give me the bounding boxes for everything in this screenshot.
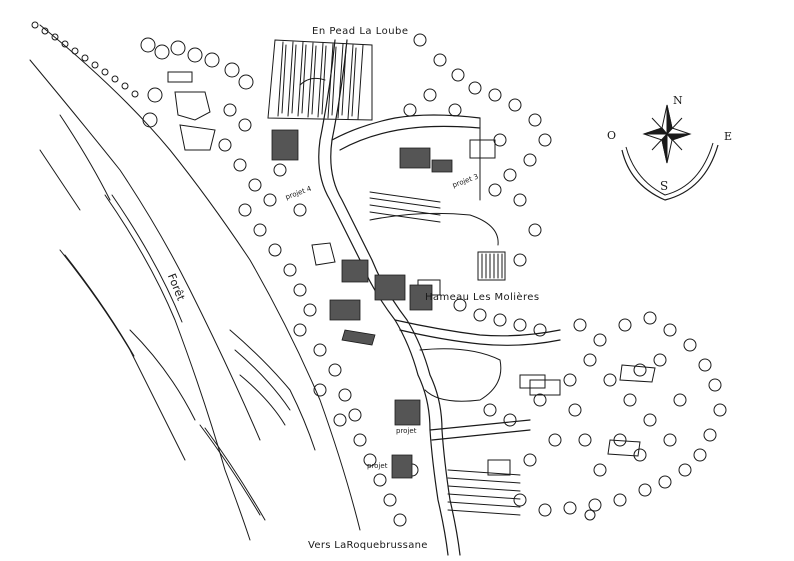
top-road-label: En Pead La Loube [312,26,409,37]
compass-north-label: N [673,94,683,107]
compass-star-icon [642,104,692,164]
compass-south-label: S [660,178,669,192]
forest-contours [29,24,361,541]
compass-west-label: O [607,129,617,142]
vineyard-top [267,39,373,121]
parcels [299,77,561,402]
tree-row-top-left [31,21,254,128]
compass-east-label: E [724,130,733,143]
bottom-road-label: Vers LaRoquebrussane [308,540,428,551]
compass-rose [621,104,719,201]
hamlet-name-label: Hameau Les Molières [425,292,540,303]
trees-center [218,103,419,527]
projet-label-b: projet [367,462,388,470]
vineyard-right [369,191,521,516]
main-road [318,39,561,556]
farm-plan-top-left [167,71,216,151]
buildings [271,129,453,479]
trees-right [403,33,727,521]
projet-label-a: projet [396,427,417,435]
